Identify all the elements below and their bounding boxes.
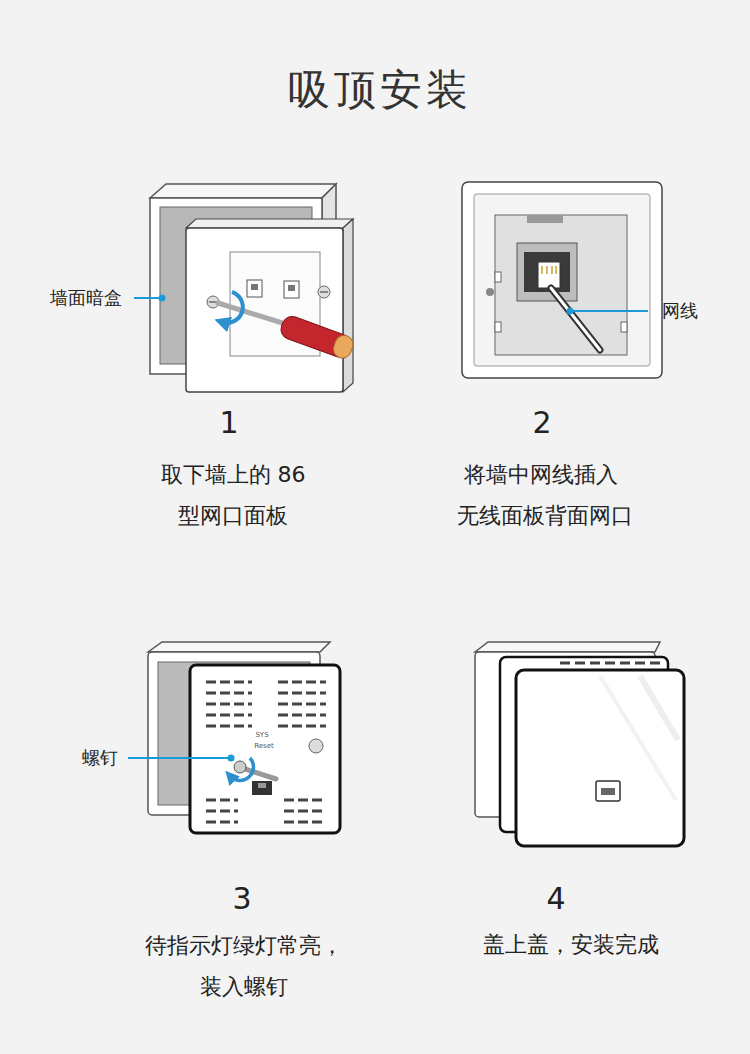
step-number: 2 xyxy=(532,405,551,440)
screw xyxy=(230,758,276,780)
wall-box-with-faceplate-part xyxy=(320,291,328,293)
wall-box-with-module-part xyxy=(538,262,560,288)
wall-box-with-module-part xyxy=(555,266,557,274)
wall-box-with-device-part xyxy=(206,810,238,813)
installed-panel-part xyxy=(516,670,684,846)
installed-panel-part xyxy=(601,788,615,795)
wall-box-with-device-part xyxy=(206,681,252,684)
device-marking: SYS xyxy=(255,731,268,739)
wall-box-with-module-part xyxy=(527,215,563,223)
wall-box-with-device xyxy=(148,642,340,833)
step-caption: 取下墙上的 86 型网口面板 xyxy=(156,454,310,536)
wall-box-with-device-part xyxy=(148,642,330,652)
wall-box-with-device-part xyxy=(206,703,252,706)
wall-box-with-module-part xyxy=(551,288,600,350)
screwdriver-part xyxy=(222,292,243,323)
installed-panel-part xyxy=(560,662,660,665)
title: 吸顶安装 xyxy=(288,62,472,118)
wall-box-with-faceplate-part xyxy=(343,219,353,392)
step-number: 4 xyxy=(546,881,565,916)
wall-box-with-module-part xyxy=(474,194,650,366)
wall-box-with-module-part xyxy=(541,266,543,274)
step-number: 1 xyxy=(219,405,238,440)
wall-box-with-module-part xyxy=(495,272,501,282)
wall-box-with-device-part xyxy=(206,799,238,802)
wall-box-with-module-part xyxy=(486,288,494,296)
leader-line-part xyxy=(159,295,166,302)
wall-box-with-device-part xyxy=(206,692,252,695)
wall-box-with-module-part xyxy=(551,288,600,350)
wall-box-with-faceplate-part xyxy=(284,281,299,298)
wall-box-with-device-part xyxy=(258,783,266,788)
wall-box-with-device-part xyxy=(206,821,238,824)
screw-part xyxy=(234,761,246,773)
wall-box-with-device-part xyxy=(206,725,252,728)
wall-box-with-device-part xyxy=(278,725,326,728)
installed-panel-part xyxy=(475,642,660,652)
wall-box-with-device-part xyxy=(284,799,326,802)
wall-box-with-faceplate-part xyxy=(247,280,262,297)
callout-label: 螺钉 xyxy=(82,746,118,770)
leader-line xyxy=(128,755,235,762)
screwdriver-part-part xyxy=(331,333,356,361)
screwdriver xyxy=(218,292,356,361)
wall-box-with-module-part xyxy=(517,243,577,301)
leader-line-part xyxy=(134,297,160,299)
installed-panel xyxy=(475,642,684,846)
wall-box-with-device-part xyxy=(206,714,252,717)
installed-panel-part xyxy=(640,676,678,740)
device-marking: Reset xyxy=(254,742,274,750)
wall-box-with-faceplate xyxy=(150,184,353,392)
leader-line xyxy=(567,308,649,315)
wall-box-with-faceplate-part xyxy=(251,284,258,290)
wall-box-with-device-part xyxy=(278,692,326,695)
wall-box-with-module-part xyxy=(462,182,662,378)
leader-line-part xyxy=(228,755,235,762)
screw-part xyxy=(230,758,253,780)
leader-line-part xyxy=(567,308,574,315)
step-caption: 盖上盖，安装完成 xyxy=(483,930,659,960)
wall-box-with-module-part xyxy=(495,322,501,332)
wall-box-with-faceplate-part xyxy=(150,184,336,198)
wall-box-with-device-part xyxy=(309,739,323,753)
step-number: 3 xyxy=(232,881,251,916)
step-caption: 待指示灯绿灯常亮， 装入螺钉 xyxy=(138,925,349,1007)
leader-line xyxy=(134,295,166,302)
wall-box-with-device-part xyxy=(284,821,326,824)
wall-box-with-module-part xyxy=(495,215,627,355)
wall-box-with-faceplate-part xyxy=(186,228,343,392)
wall-box-with-faceplate-part xyxy=(186,219,353,228)
callout-label: 墙面暗盒 xyxy=(50,286,122,310)
leader-line-part xyxy=(128,757,228,759)
wall-box-with-module-part xyxy=(621,322,627,332)
screwdriver-part xyxy=(278,314,355,361)
wall-box-with-device-part xyxy=(278,703,326,706)
wall-box-with-device-part xyxy=(278,681,326,684)
callout-label: 网线 xyxy=(662,299,698,323)
wall-box-with-module-part xyxy=(551,266,553,274)
installed-panel-part xyxy=(596,781,620,801)
wall-box-with-device-part xyxy=(284,810,326,813)
wall-box-with-module xyxy=(462,182,662,378)
wall-box-with-module-part xyxy=(524,252,570,292)
wall-box-with-device-part xyxy=(278,714,326,717)
wall-box-with-module-part xyxy=(546,266,548,274)
wall-box-with-device-part xyxy=(252,781,272,795)
wall-box-with-faceplate-part xyxy=(288,285,295,291)
step-caption: 将墙中网线插入 无线面板背面网口 xyxy=(457,454,624,536)
wall-box-with-faceplate-part xyxy=(318,286,330,298)
leader-line-part xyxy=(573,310,648,312)
wall-box-with-device-part xyxy=(190,665,340,833)
